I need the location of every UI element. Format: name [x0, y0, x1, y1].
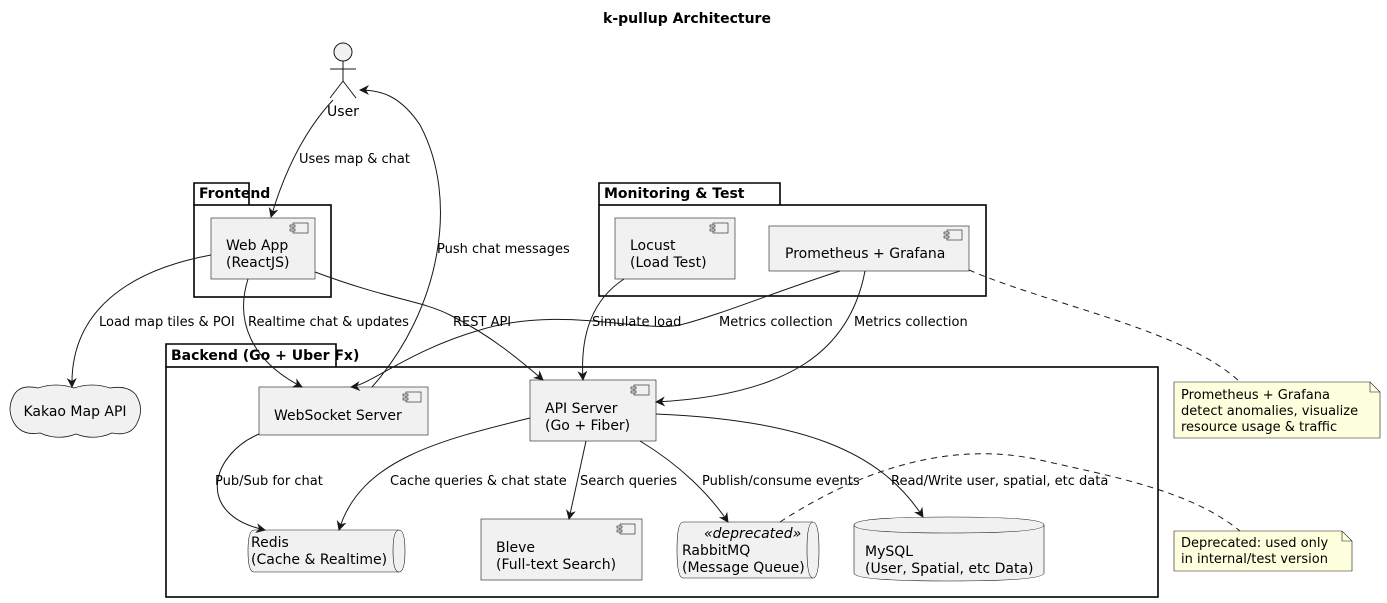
label-pubsub-chat: Pub/Sub for chat: [215, 474, 323, 489]
package-backend: Backend (Go + Uber Fx): [165, 343, 1159, 598]
locust-line2: (Load Test): [630, 255, 707, 271]
mysql-line2: (User, Spatial, etc Data): [865, 561, 1034, 577]
package-frontend-label: Frontend: [199, 186, 270, 202]
kakao-label: Kakao Map API: [23, 404, 126, 420]
package-monitoring: Monitoring & Test: [598, 182, 987, 297]
locust-line1: Locust: [630, 238, 676, 254]
actor-user-label: User: [327, 104, 359, 120]
api-server-line2: (Go + Fiber): [545, 418, 630, 434]
component-api-server[interactable]: API Server (Go + Fiber): [529, 379, 657, 442]
edge-user-webapp: [268, 99, 334, 218]
database-mysql[interactable]: MySQL (User, Spatial, etc Data): [853, 516, 1045, 582]
rabbitmq-line2: (Message Queue): [682, 560, 805, 576]
package-backend-label: Backend (Go + Uber Fx): [171, 348, 359, 364]
label-uses-map-chat: Uses map & chat: [299, 152, 410, 167]
web-app-line2: (ReactJS): [226, 255, 289, 271]
bleve-line1: Bleve: [496, 540, 535, 556]
note-prometheus-line1: Prometheus + Grafana: [1181, 388, 1330, 403]
label-search-queries: Search queries: [580, 474, 677, 489]
edge-webapp-websocket: [243, 278, 303, 388]
edge-api-rabbitmq: [639, 440, 729, 523]
component-locust[interactable]: Locust (Load Test): [614, 217, 736, 280]
component-bleve[interactable]: Bleve (Full-text Search): [480, 518, 643, 581]
actor-user[interactable]: User: [327, 42, 359, 120]
component-websocket-server[interactable]: WebSocket Server: [258, 386, 429, 436]
edge-websocket-redis: [216, 433, 266, 533]
note-connector-prometheus: [968, 269, 1241, 383]
component-web-app[interactable]: Web App (ReactJS): [210, 217, 316, 280]
note-prometheus: Prometheus + Grafana detect anomalies, v…: [1173, 381, 1381, 439]
package-monitoring-label: Monitoring & Test: [604, 186, 745, 202]
note-prometheus-line2: detect anomalies, visualize: [1181, 404, 1358, 419]
prometheus-line1: Prometheus + Grafana: [785, 246, 945, 262]
label-cache-queries: Cache queries & chat state: [390, 474, 567, 489]
label-realtime-chat: Realtime chat & updates: [248, 315, 409, 330]
edge-prometheus-api: [655, 270, 866, 407]
websocket-label: WebSocket Server: [274, 408, 402, 424]
queue-redis[interactable]: Redis (Cache & Realtime): [247, 529, 406, 573]
web-app-line1: Web App: [226, 238, 288, 254]
diagram-title: k-pullup Architecture: [603, 11, 771, 27]
mysql-line1: MySQL: [865, 544, 913, 560]
package-frontend: Frontend: [193, 182, 332, 298]
label-publish-consume: Publish/consume events: [702, 474, 860, 489]
edge-websocket-user: [359, 85, 441, 388]
label-metrics-api: Metrics collection: [854, 315, 968, 330]
edge-webapp-kakao: [66, 254, 212, 388]
label-push-chat: Push chat messages: [437, 242, 570, 257]
bleve-line2: (Full-text Search): [496, 557, 616, 573]
label-load-tiles: Load map tiles & POI: [99, 315, 235, 330]
cloud-kakao-map-api[interactable]: Kakao Map API: [9, 384, 141, 438]
label-metrics-ws: Metrics collection: [719, 315, 833, 330]
edge-api-redis: [336, 417, 531, 531]
edge-api-mysql: [655, 413, 924, 518]
note-rabbitmq-line1: Deprecated: used only: [1181, 536, 1328, 551]
note-connector-rabbitmq: [779, 453, 1241, 532]
label-simulate-load: Simulate load: [592, 315, 681, 330]
redis-line1: Redis: [251, 535, 289, 551]
component-prometheus-grafana[interactable]: Prometheus + Grafana: [768, 225, 970, 272]
edge-webapp-api: [314, 271, 544, 381]
note-prometheus-line3: resource usage & traffic: [1181, 420, 1337, 435]
edge-prometheus-websocket: [350, 270, 841, 392]
rabbitmq-stereotype: «deprecated»: [704, 526, 801, 542]
note-rabbitmq-line2: in internal/test version: [1181, 552, 1328, 567]
note-rabbitmq: Deprecated: used only in internal/test v…: [1173, 530, 1353, 572]
edge-api-bleve: [566, 440, 587, 520]
label-read-write: Read/Write user, spatial, etc data: [891, 474, 1108, 489]
queue-rabbitmq[interactable]: «deprecated» RabbitMQ (Message Queue): [676, 521, 820, 579]
api-server-line1: API Server: [545, 401, 618, 417]
redis-line2: (Cache & Realtime): [251, 552, 387, 568]
rabbitmq-line1: RabbitMQ: [682, 543, 750, 559]
label-rest-api: REST API: [453, 315, 511, 330]
